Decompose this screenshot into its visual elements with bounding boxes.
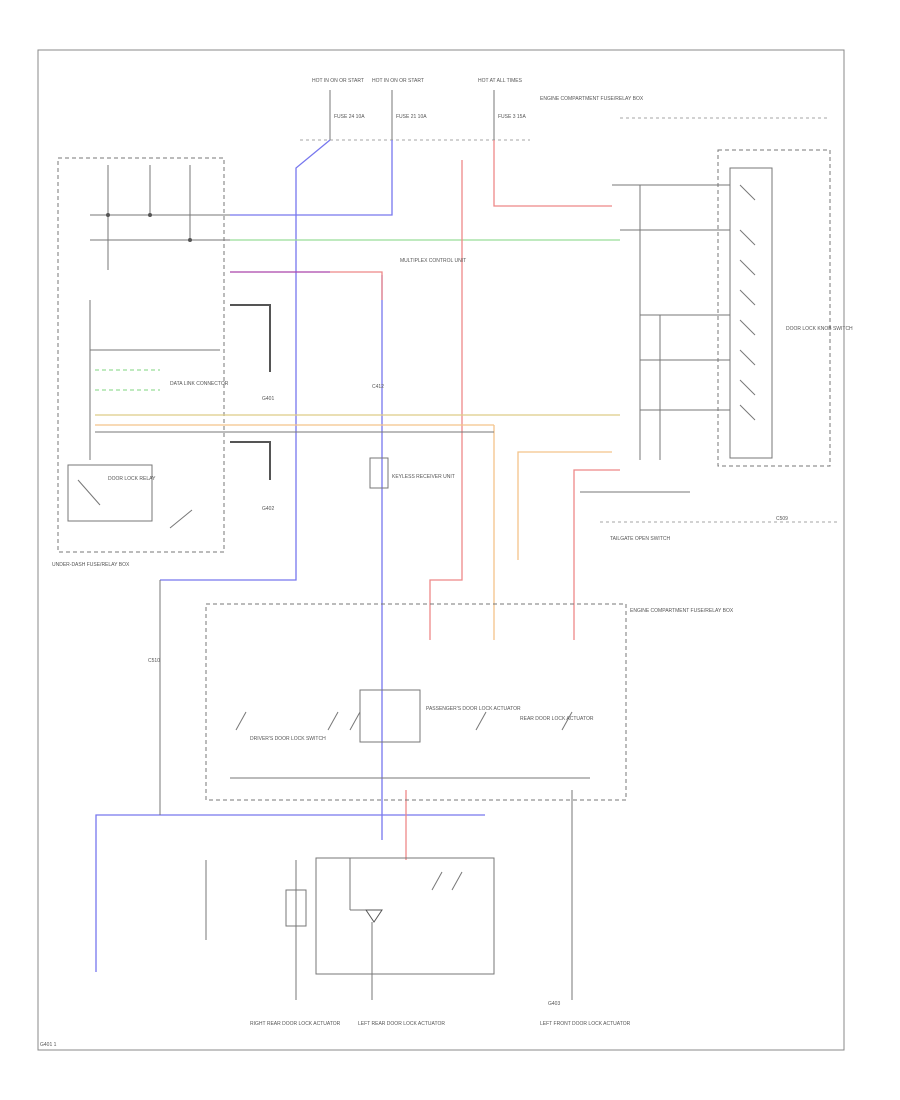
actuator-box bbox=[315, 857, 495, 975]
relay-contact bbox=[739, 404, 756, 421]
under-dash-box: UNDER-DASH FUSE/RELAY BOX DATA LINK CONN… bbox=[52, 157, 230, 568]
black-wire-2 bbox=[230, 441, 271, 480]
relay-box bbox=[67, 464, 153, 522]
switch bbox=[349, 711, 361, 731]
switch bbox=[561, 711, 573, 731]
fuse-mid-label: HOT IN ON OR START bbox=[372, 78, 424, 84]
red-wire-long bbox=[429, 160, 463, 640]
pass-switch-label: PASSENGER'S DOOR LOCK ACTUATOR bbox=[426, 706, 521, 712]
fuse-feeds: HOT IN ON OR START HOT IN ON OR START HO… bbox=[300, 78, 830, 141]
fuse-left-id: FUSE 24 10A bbox=[334, 114, 365, 120]
relay-contact bbox=[739, 229, 756, 246]
relay-switch bbox=[169, 509, 193, 529]
junction bbox=[106, 213, 110, 217]
relay-contact bbox=[77, 479, 101, 506]
page-reference: G401 1 bbox=[40, 1042, 57, 1048]
relay-contact bbox=[739, 319, 756, 336]
fuse-right-id: FUSE 3 15A bbox=[498, 114, 526, 120]
connector-c3: C510 bbox=[148, 658, 160, 664]
blue-wire-bus bbox=[230, 140, 393, 216]
switch bbox=[475, 711, 487, 731]
keyless-label: KEYLESS RECEIVER UNIT bbox=[392, 474, 455, 480]
right-relay-panel: DOOR LOCK KNOB SWITCH C509 TAILGATE OPEN… bbox=[580, 149, 853, 542]
diagram-frame bbox=[37, 49, 845, 1051]
engine-box-label: ENGINE COMPARTMENT FUSE/RELAY BOX bbox=[540, 96, 644, 102]
red-wire-left bbox=[330, 271, 383, 300]
door-lock-section: DRIVER'S DOOR LOCK SWITCH PASSENGER'S DO… bbox=[148, 580, 734, 815]
driver-switch-label: DRIVER'S DOOR LOCK SWITCH bbox=[250, 736, 326, 742]
engine-box-bottom-label: ENGINE COMPARTMENT FUSE/RELAY BOX bbox=[630, 608, 734, 614]
actuator-switch bbox=[431, 871, 443, 891]
under-dash-label: UNDER-DASH FUSE/RELAY BOX bbox=[52, 562, 130, 568]
data-link-label: DATA LINK CONNECTOR bbox=[170, 381, 229, 387]
connector-c2: C509 bbox=[776, 516, 788, 522]
orange-wire-right bbox=[517, 451, 612, 560]
actuator-switch bbox=[451, 871, 463, 891]
switch bbox=[327, 711, 339, 731]
relay-contact bbox=[739, 289, 756, 306]
bottom-left-gnd-label: RIGHT REAR DOOR LOCK ACTUATOR bbox=[250, 1021, 341, 1027]
junction bbox=[148, 213, 152, 217]
ground-left-label: G401 bbox=[262, 396, 274, 402]
multiplex-block bbox=[359, 689, 421, 743]
red-wire-right bbox=[573, 469, 620, 640]
relay-contact bbox=[739, 259, 756, 276]
bottom-mid-gnd-label: LEFT REAR DOOR LOCK ACTUATOR bbox=[358, 1021, 445, 1027]
relay-contact bbox=[739, 379, 756, 396]
bottom-actuators: RIGHT REAR DOOR LOCK ACTUATOR LEFT REAR … bbox=[205, 790, 631, 1027]
tailgate-label: TAILGATE OPEN SWITCH bbox=[610, 536, 670, 542]
motor-symbol bbox=[365, 909, 383, 923]
keyless-block bbox=[369, 457, 389, 489]
rear-actuator-label: REAR DOOR LOCK ACTUATOR bbox=[520, 716, 594, 722]
fuse-mid-id: FUSE 21 10A bbox=[396, 114, 427, 120]
multiplex-top-label: MULTIPLEX CONTROL UNIT bbox=[400, 258, 466, 264]
right-panel-outline bbox=[717, 149, 831, 467]
fuse-right-label: HOT AT ALL TIMES bbox=[478, 78, 523, 84]
connector-c1: C412 bbox=[372, 384, 384, 390]
junction bbox=[188, 238, 192, 242]
red-wire-main bbox=[493, 140, 612, 207]
switch bbox=[235, 711, 247, 731]
section-outline bbox=[205, 603, 627, 801]
fuse-left-label: HOT IN ON OR START bbox=[312, 78, 364, 84]
door-lock-knob-label: DOOR LOCK KNOB SWITCH bbox=[786, 326, 853, 332]
blue-wire-main bbox=[160, 139, 331, 581]
relay-contact bbox=[739, 184, 756, 201]
under-dash-outline bbox=[57, 157, 225, 553]
right-panel-inner bbox=[729, 167, 773, 459]
relay-contact bbox=[739, 349, 756, 366]
blue-wire-bottom-left bbox=[95, 814, 485, 972]
ground-right-label: G403 bbox=[548, 1001, 560, 1007]
bottom-right-gnd-label: LEFT FRONT DOOR LOCK ACTUATOR bbox=[540, 1021, 631, 1027]
black-wire-1 bbox=[230, 304, 271, 372]
ground-mid-label: G402 bbox=[262, 506, 274, 512]
unlock-relay-label: DOOR LOCK RELAY bbox=[108, 476, 156, 482]
keyless-receiver: C412 KEYLESS RECEIVER UNIT MULTIPLEX CON… bbox=[369, 258, 466, 489]
